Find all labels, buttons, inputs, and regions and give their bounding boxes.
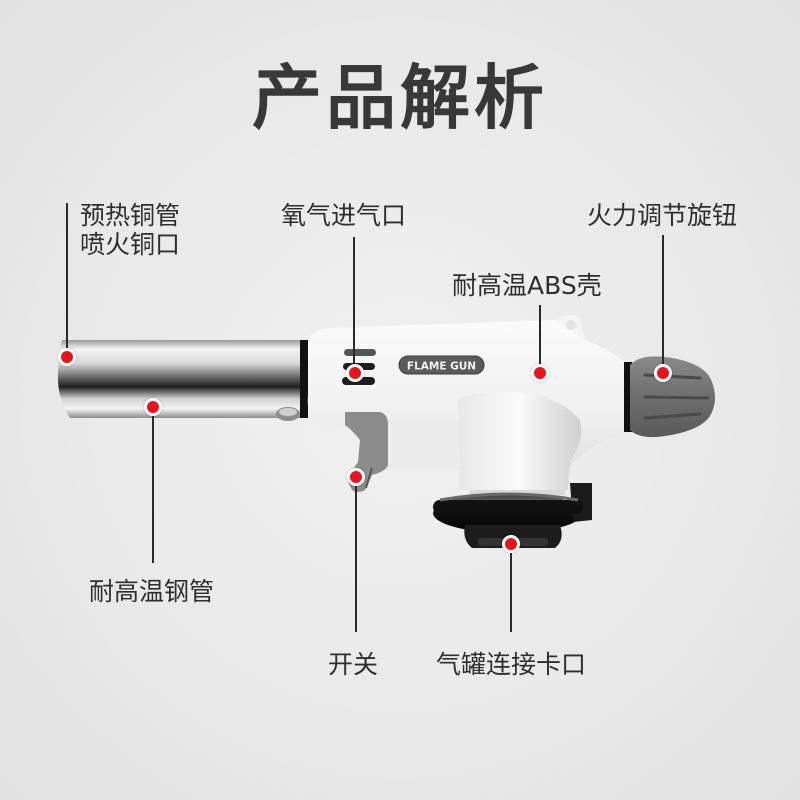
callout-leader-line (66, 203, 68, 356)
callout-label-line-1: 预热铜管 (80, 201, 181, 230)
page-title: 产品解析 (252, 57, 548, 139)
marker-dot-flame-adjust-knob (654, 364, 672, 382)
callout-leader-line (152, 408, 154, 563)
flame-gun-badge: FLAME GUN (407, 361, 476, 373)
callout-label-flame-adjust-knob: 火力调节旋钮 (587, 201, 738, 230)
callout-leader-line (353, 237, 355, 373)
callout-label-preheat-copper-tube: 预热铜管 喷火铜口 (80, 201, 180, 259)
marker-dot-steel-tube (144, 398, 162, 416)
marker-dot-oxygen-inlet (346, 364, 364, 382)
callout-leader-line (662, 235, 664, 373)
marker-dot-gas-canister-connector (502, 535, 520, 553)
callout-label-abs-shell: 耐高温ABS壳 (452, 271, 602, 300)
callout-leader-line (510, 552, 512, 632)
callout-label-steel-tube: 耐高温钢管 (89, 577, 215, 606)
callout-label-gas-canister-connector: 气罐连接卡口 (436, 650, 587, 679)
callout-leader-line (539, 305, 541, 372)
marker-dot-abs-shell (531, 364, 549, 382)
callout-label-line-2: 喷火铜口 (80, 230, 181, 259)
callout-label-oxygen-inlet: 氧气进气口 (281, 201, 407, 230)
marker-dot-preheat-copper-tube (58, 348, 76, 366)
callout-label-switch: 开关 (328, 650, 379, 679)
callout-leader-line (355, 484, 357, 632)
marker-dot-switch (347, 468, 365, 486)
